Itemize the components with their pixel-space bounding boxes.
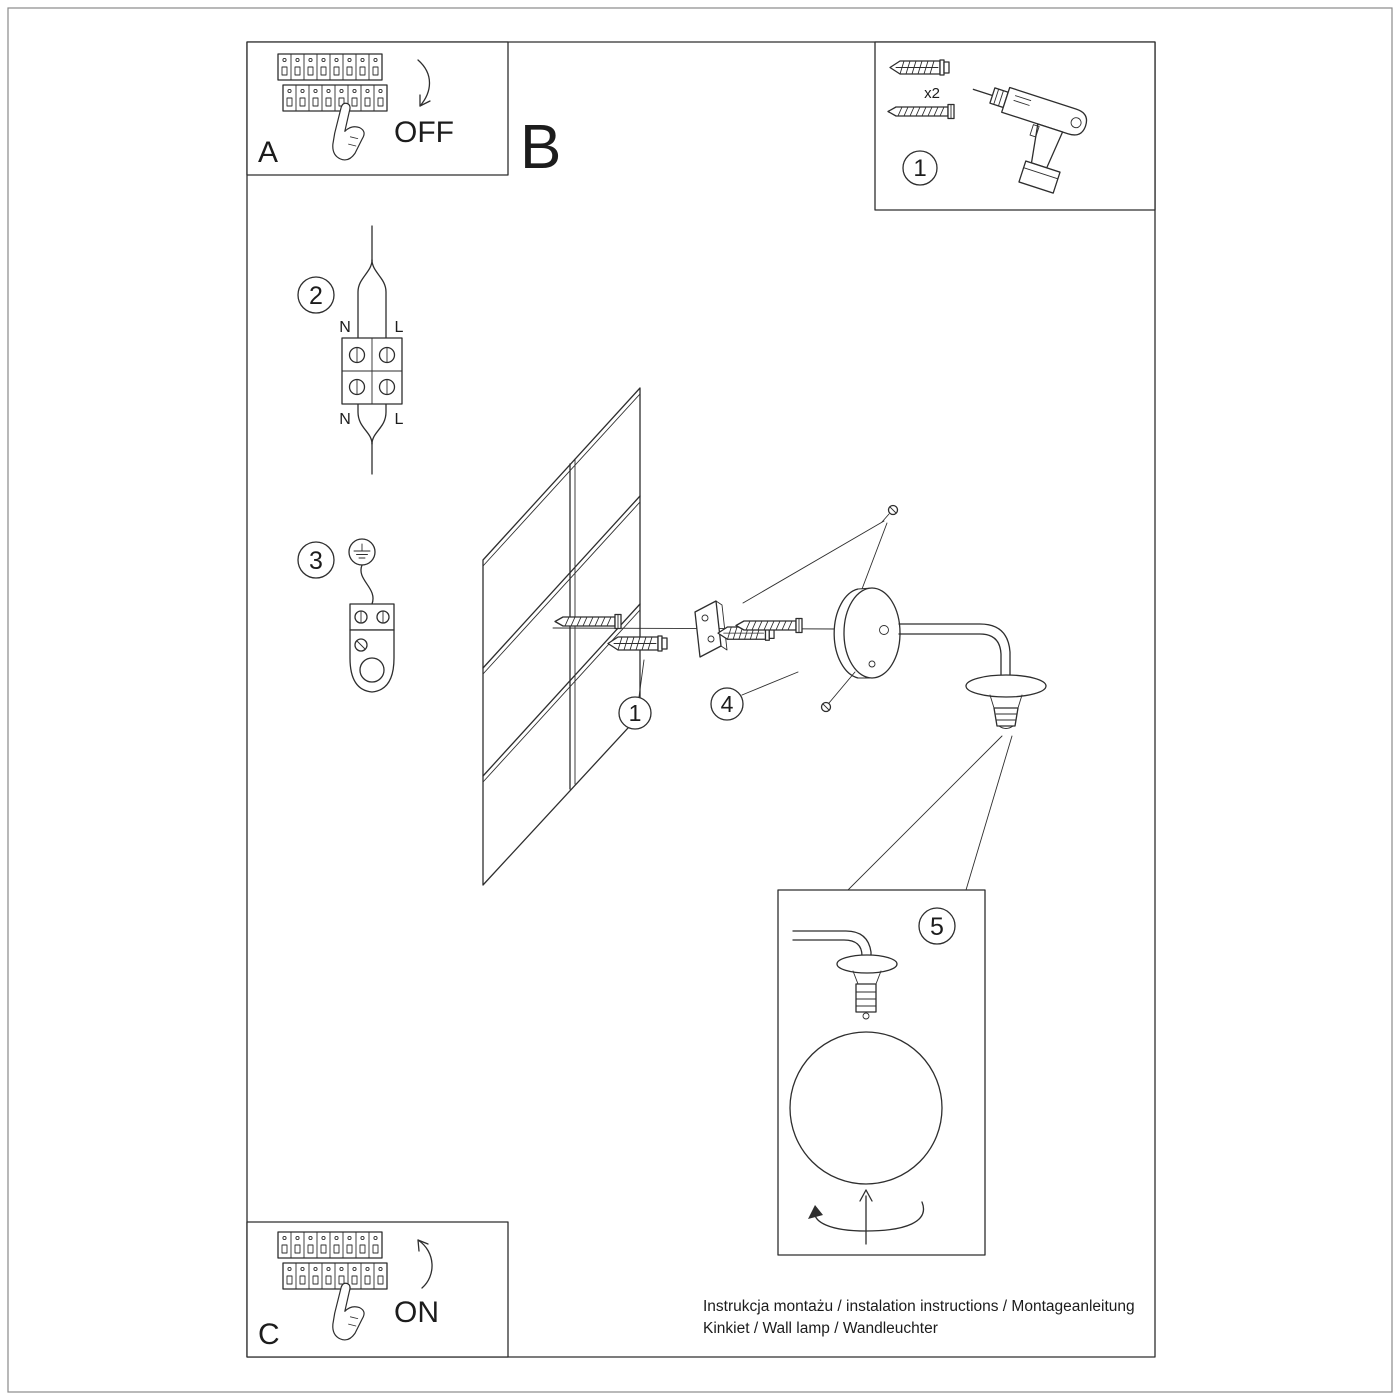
panel-power-on: ON C bbox=[246, 1221, 509, 1358]
up-arrow-icon bbox=[859, 1189, 873, 1245]
footer-line2: Kinkiet / Wall lamp / Wandleuchter bbox=[703, 1320, 938, 1337]
canopy-screw-icon bbox=[881, 504, 899, 523]
off-label: OFF bbox=[394, 116, 454, 149]
callout-ground: 3 bbox=[297, 541, 335, 579]
callout-drill-kit-number: 1 bbox=[913, 155, 926, 182]
rotation-arrow-icon bbox=[808, 1201, 925, 1232]
screw-leader-line-right bbox=[861, 522, 888, 590]
wire-l-top-label: L bbox=[395, 319, 404, 336]
callout-canopy: 4 bbox=[710, 671, 799, 721]
detail-shade-icon bbox=[836, 954, 898, 985]
canopy-icon bbox=[833, 587, 901, 679]
panel-drill-kit: x2 1 bbox=[874, 41, 1156, 211]
wire-l-bottom-label: L bbox=[395, 411, 404, 428]
footer: Instrukcja montażu / instalation instruc… bbox=[703, 1298, 1135, 1337]
lamp-shade-icon bbox=[965, 674, 1047, 729]
wall-plug-icon bbox=[889, 59, 950, 76]
lamp-arm-icon bbox=[898, 623, 1011, 679]
panel-c-label: C bbox=[258, 1318, 280, 1351]
step-ground: 3 bbox=[297, 538, 395, 693]
left-anchor-icon bbox=[607, 635, 668, 652]
callout-anchor: 1 bbox=[618, 659, 652, 730]
screw-icon bbox=[887, 103, 955, 120]
wire-n-bottom-label: N bbox=[339, 411, 351, 428]
detail-leader-line-right bbox=[965, 735, 1013, 891]
wire-split-icon bbox=[357, 225, 387, 475]
canopy-bottom-screw-icon bbox=[820, 671, 856, 713]
ground-clamp-icon bbox=[349, 603, 395, 693]
ground-wire bbox=[360, 564, 374, 605]
section-b-label: B bbox=[520, 113, 561, 182]
right-screw-icon bbox=[735, 617, 803, 634]
main-assembly: 1 4 bbox=[482, 387, 1047, 891]
wall-icon bbox=[482, 387, 641, 886]
callout-bulb-number: 5 bbox=[930, 913, 944, 941]
drill-icon bbox=[972, 86, 1088, 194]
mounting-bracket-icon bbox=[694, 600, 728, 658]
step-wiring: 2 N L N L bbox=[297, 225, 404, 475]
detail-leader-line-left bbox=[847, 735, 1003, 891]
callout-wiring: 2 bbox=[297, 276, 335, 314]
content-frame bbox=[246, 41, 1156, 1358]
callout-drill-kit: 1 bbox=[902, 150, 938, 186]
callout-bulb: 5 bbox=[918, 907, 956, 945]
ground-symbol-icon bbox=[348, 538, 376, 566]
callout-canopy-number: 4 bbox=[721, 691, 734, 717]
wire-n-top-label: N bbox=[339, 319, 351, 336]
panel-power-off: OFF A bbox=[246, 41, 509, 176]
screw-leader-line-left bbox=[742, 520, 885, 604]
panel-a-label: A bbox=[258, 136, 278, 169]
bulb-globe-icon bbox=[789, 1031, 943, 1185]
page-border bbox=[7, 7, 1393, 1393]
panel-bulb-detail: 5 bbox=[777, 889, 986, 1256]
on-label: ON bbox=[394, 1296, 439, 1329]
callout-ground-number: 3 bbox=[309, 547, 323, 575]
left-screw-icon bbox=[554, 613, 622, 630]
callout-wiring-number: 2 bbox=[309, 282, 323, 310]
terminal-block-icon bbox=[341, 337, 403, 405]
footer-line1: Instrukcja montażu / instalation instruc… bbox=[703, 1298, 1135, 1315]
bulb-socket-icon bbox=[855, 983, 877, 1020]
plug-quantity-label: x2 bbox=[924, 85, 940, 102]
callout-anchor-number: 1 bbox=[629, 700, 642, 726]
